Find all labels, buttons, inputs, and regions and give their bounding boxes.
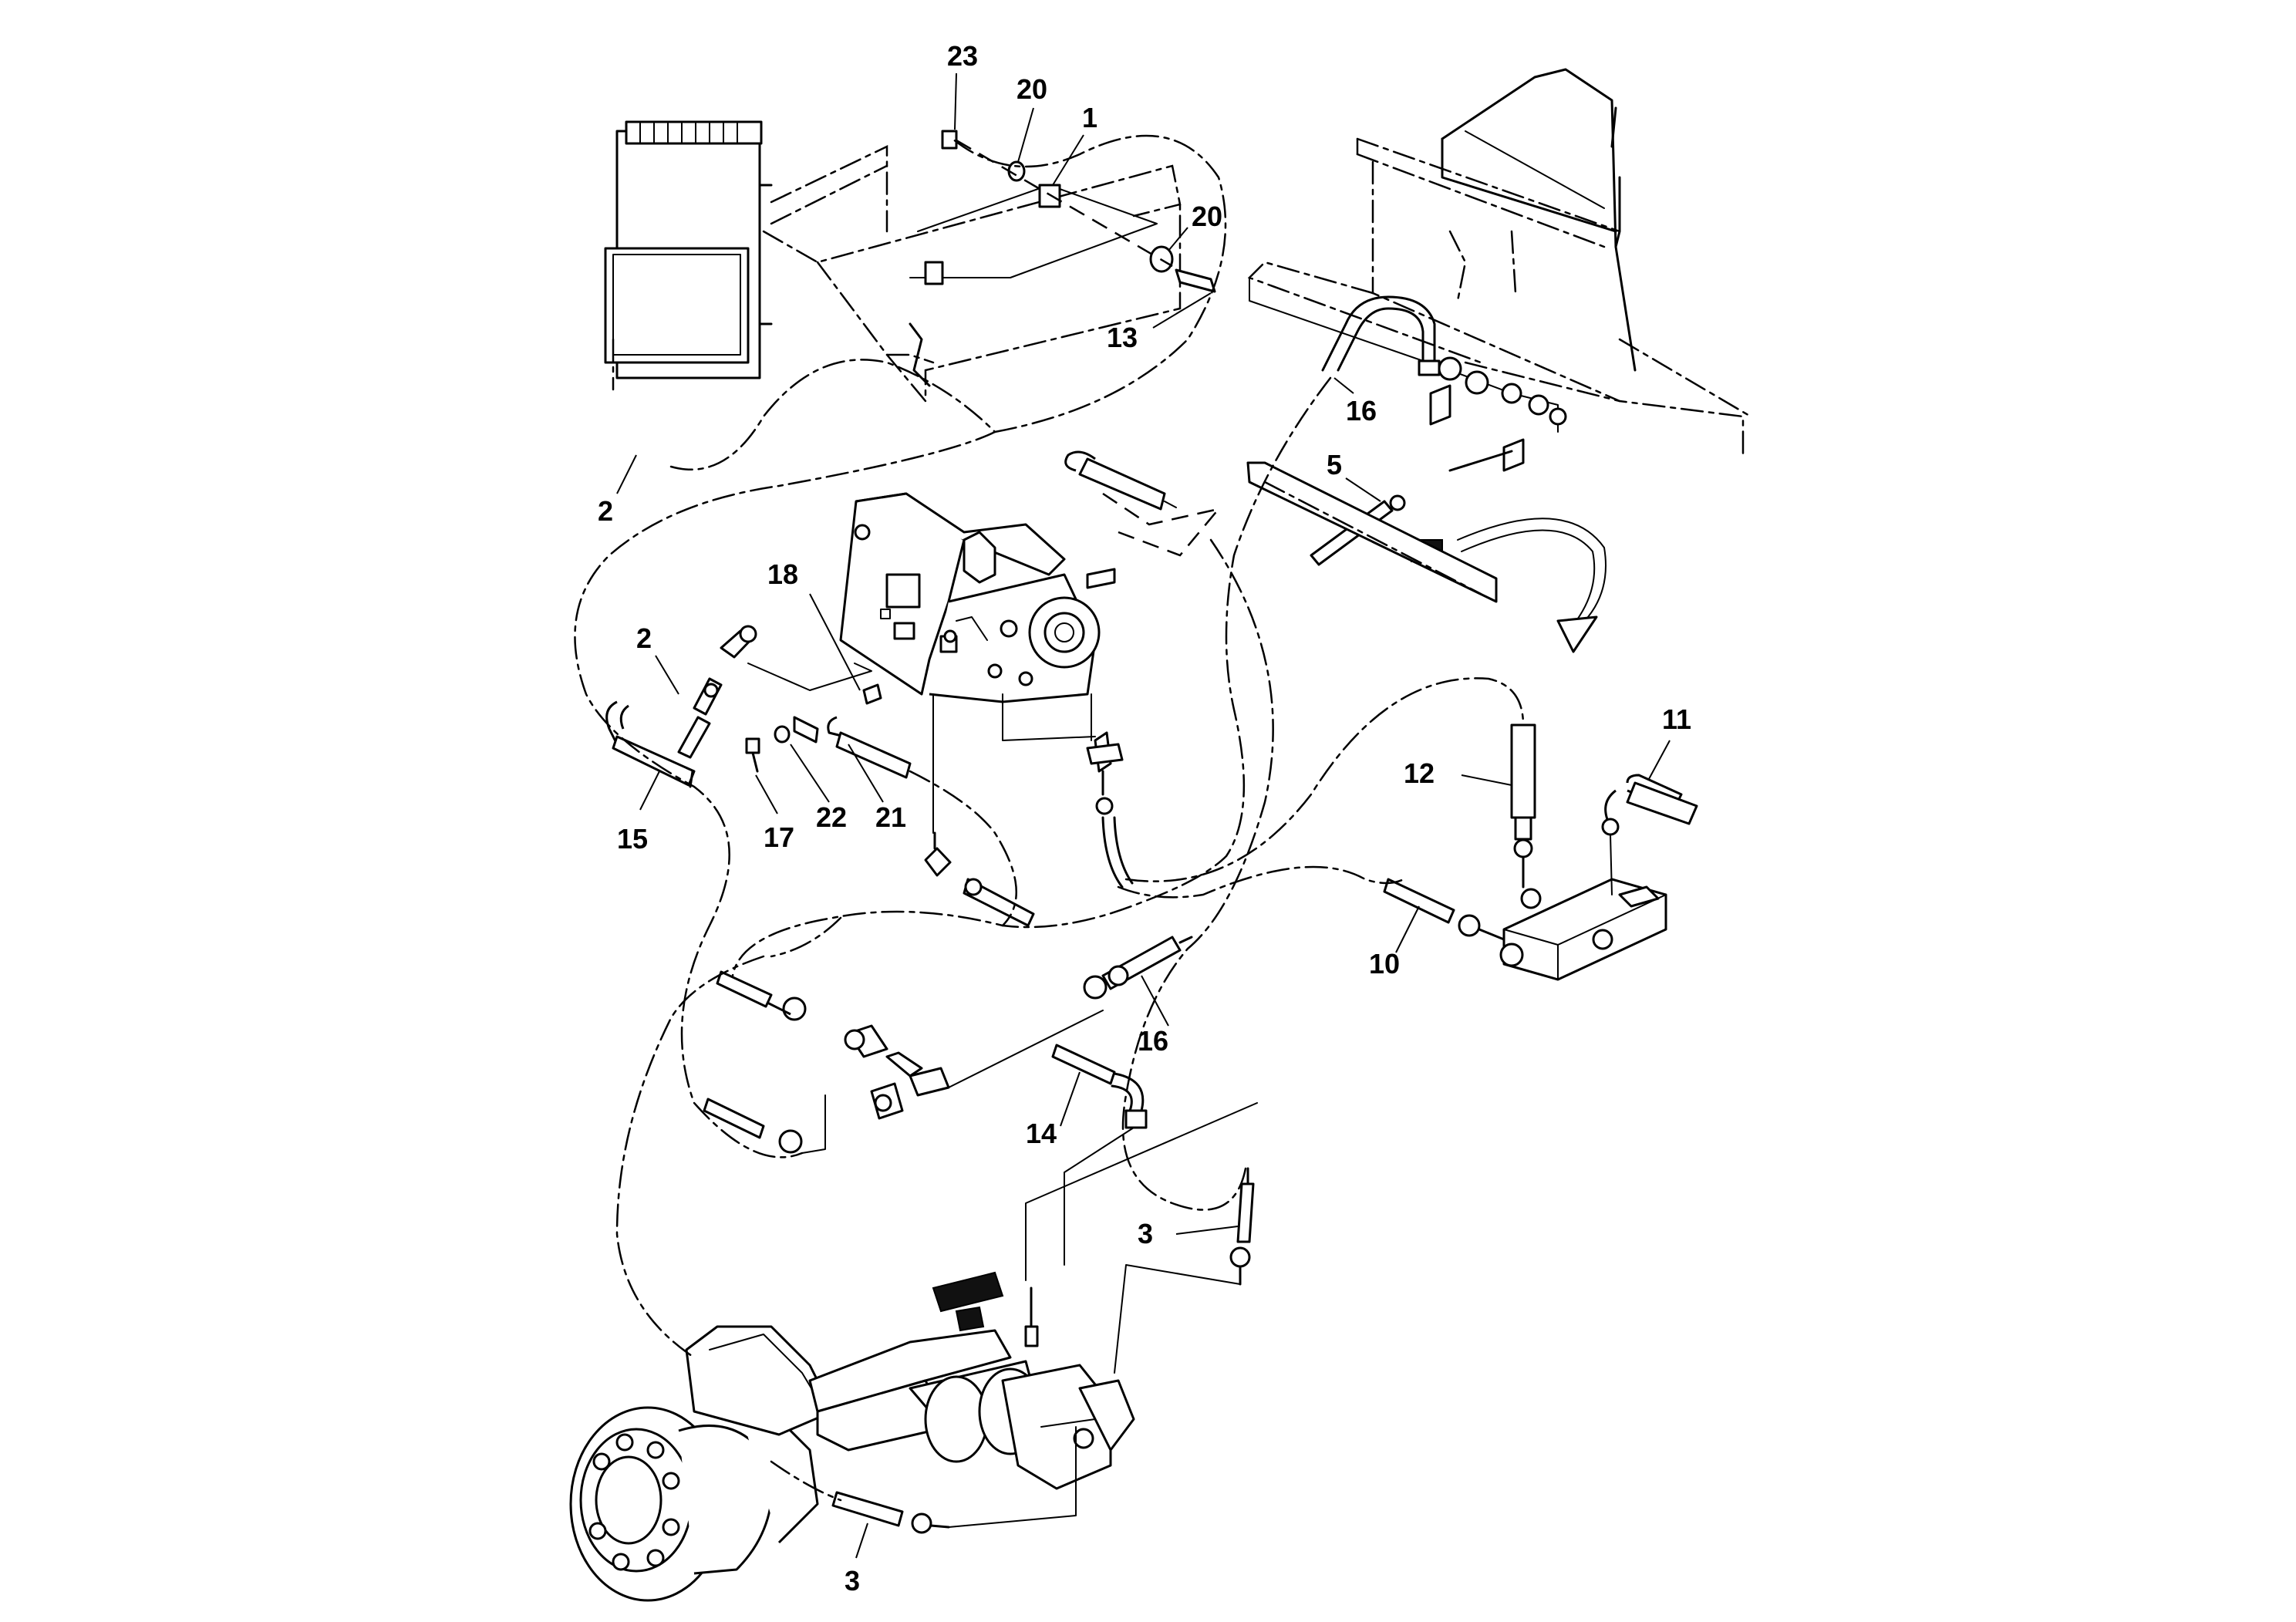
callout-5: 5 <box>1327 449 1342 481</box>
hose-3-upper <box>1229 1167 1255 1286</box>
callout-14: 14 <box>1026 1118 1057 1149</box>
hose-11 <box>1601 774 1698 895</box>
callout-16-lower: 16 <box>1138 1025 1168 1057</box>
hose-14 <box>1051 1044 1148 1129</box>
frame-rail-upper <box>762 145 1182 404</box>
callout-18: 18 <box>767 558 798 590</box>
callout-13: 13 <box>1107 322 1138 353</box>
mounting-bolt-stack <box>924 130 1216 293</box>
hose-16-upper <box>1321 295 1441 376</box>
callout-15: 15 <box>617 823 648 855</box>
callout-labels: 23 20 1 20 13 2 16 5 18 2 15 17 22 21 12… <box>598 40 1691 1597</box>
callout-20-upper: 20 <box>1017 73 1047 105</box>
callout-leaders <box>616 73 1671 1559</box>
callout-20-lower: 20 <box>1192 201 1222 232</box>
hose-3-lower <box>831 1491 950 1534</box>
hose-2-left <box>677 625 757 759</box>
valve-block <box>1499 878 1667 981</box>
dashed-routings <box>574 134 1525 1502</box>
pump-fittings <box>893 568 1116 653</box>
callout-12: 12 <box>1404 757 1435 789</box>
callout-11: 11 <box>1662 703 1691 735</box>
callout-21: 21 <box>875 801 906 833</box>
direction-arrow <box>1457 518 1607 653</box>
routing-lines <box>747 663 1258 1528</box>
hose-10 <box>1383 878 1505 941</box>
hydraulic-pump <box>839 492 1101 703</box>
callout-17: 17 <box>764 821 794 853</box>
hose-connection-center <box>1086 731 1134 889</box>
tee-fitting-left <box>924 831 1035 927</box>
hose-15 <box>605 700 696 788</box>
callout-22: 22 <box>816 801 847 833</box>
callout-16-upper: 16 <box>1346 395 1377 427</box>
callout-2-lower: 2 <box>636 622 652 654</box>
radiator <box>604 120 773 379</box>
lower-left-hoses <box>703 970 950 1154</box>
valve-bank <box>1429 356 1567 472</box>
hose-pump-outlet <box>1064 450 1222 557</box>
callout-2-upper: 2 <box>598 495 613 527</box>
hose-16-lower <box>1083 936 1193 1000</box>
hose-12 <box>1510 723 1536 889</box>
callout-3-right: 3 <box>1138 1218 1153 1249</box>
callout-10: 10 <box>1369 948 1400 980</box>
rear-frame-section <box>1247 68 1752 457</box>
hose-5 <box>1246 461 1498 603</box>
fittings-17-22-21 <box>745 683 912 779</box>
callout-3-bottom: 3 <box>845 1565 860 1597</box>
callout-1: 1 <box>1082 102 1097 133</box>
callout-23: 23 <box>947 40 978 72</box>
axle-assembly <box>569 1271 1135 1602</box>
